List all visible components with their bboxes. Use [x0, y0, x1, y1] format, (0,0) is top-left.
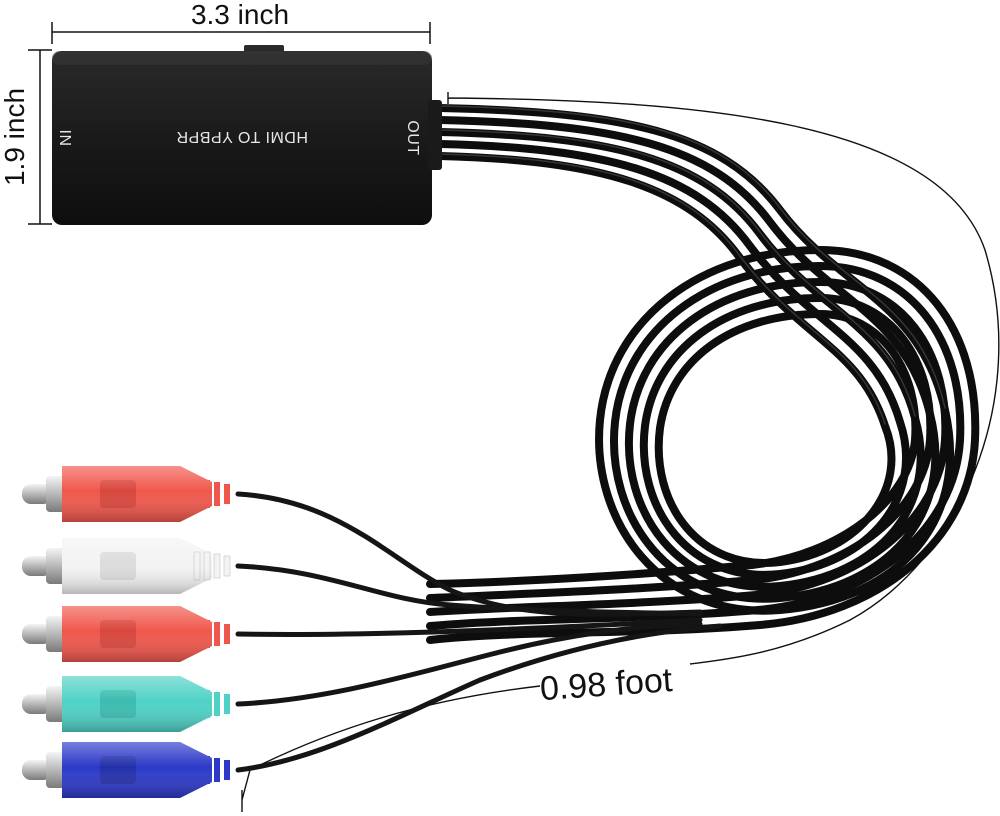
rca-connector-blue [22, 742, 230, 798]
converter-box: HDMI TO YPBPR IN OUT [52, 45, 442, 225]
rca-connector-red [22, 466, 230, 522]
converter-title: HDMI TO YPBPR [176, 128, 308, 145]
rca-connector-white [22, 538, 231, 594]
rca-wires [235, 491, 723, 773]
cable-length-label: 0.98 foot [539, 661, 674, 708]
width-label: 3.3 inch [191, 0, 289, 30]
rca-connector-green [22, 676, 230, 732]
height-label: 1.9 inch [0, 88, 30, 186]
cable-bundle [426, 104, 980, 644]
rca-connector-red-2 [22, 606, 230, 662]
rca-connectors [22, 466, 231, 798]
width-dimension: 3.3 inch [51, 0, 431, 44]
cable-length-indicator: 0.98 foot [241, 92, 1000, 812]
input-port-label: IN [56, 130, 73, 147]
output-port-label: OUT [404, 120, 421, 155]
height-dimension: 1.9 inch [0, 49, 52, 225]
